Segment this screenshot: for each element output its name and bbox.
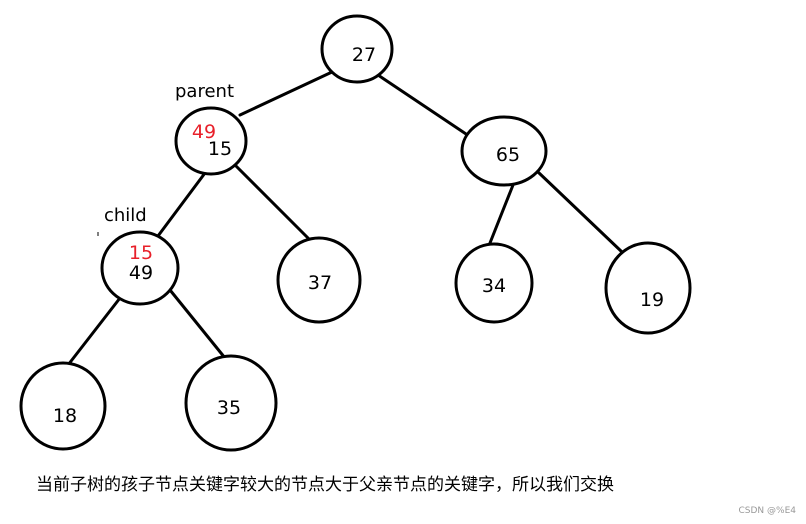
edge-root-left: [238, 70, 334, 117]
node-llr-value: 35: [217, 397, 241, 419]
node-left-parent: 49 15: [174, 106, 248, 176]
edge-left-leftleft: [153, 171, 207, 242]
edge-root-right: [376, 73, 474, 140]
edge-left-leftright: [231, 161, 312, 242]
watermark: CSDN @%E4: [738, 506, 797, 516]
node-rightleft: 34: [454, 242, 534, 324]
node-llr: 35: [184, 354, 278, 452]
node-leftright: 37: [276, 236, 362, 324]
node-root: 27: [320, 14, 394, 84]
edge-right-rightright: [536, 170, 624, 254]
node-leftleft-original-value: 15: [129, 242, 153, 264]
node-leftleft-current-value: 49: [129, 262, 153, 284]
edge-leftleft-lll: [66, 296, 122, 367]
caption-text: 当前子树的孩子节点关键字较大的节点大于父亲节点的关键字，所以我们交换: [36, 475, 614, 495]
node-right: 65: [460, 115, 548, 187]
node-root-value: 27: [352, 44, 376, 66]
node-rightright-value: 19: [640, 289, 664, 311]
edge-leftleft-llr: [168, 288, 227, 360]
child-label: child: [104, 205, 147, 226]
node-leftleft-child: 15 49: [100, 230, 180, 306]
node-lll: 18: [19, 361, 107, 451]
parent-label: parent: [175, 81, 234, 102]
node-rightright: 19: [604, 241, 692, 335]
node-left-original-value: 49: [192, 121, 216, 143]
node-rightleft-value: 34: [482, 275, 506, 297]
node-left-current-value: 15: [208, 138, 232, 160]
node-lll-value: 18: [53, 405, 77, 427]
edge-right-rightleft: [486, 178, 517, 250]
node-right-value: 65: [496, 144, 520, 166]
node-leftright-value: 37: [308, 272, 332, 294]
